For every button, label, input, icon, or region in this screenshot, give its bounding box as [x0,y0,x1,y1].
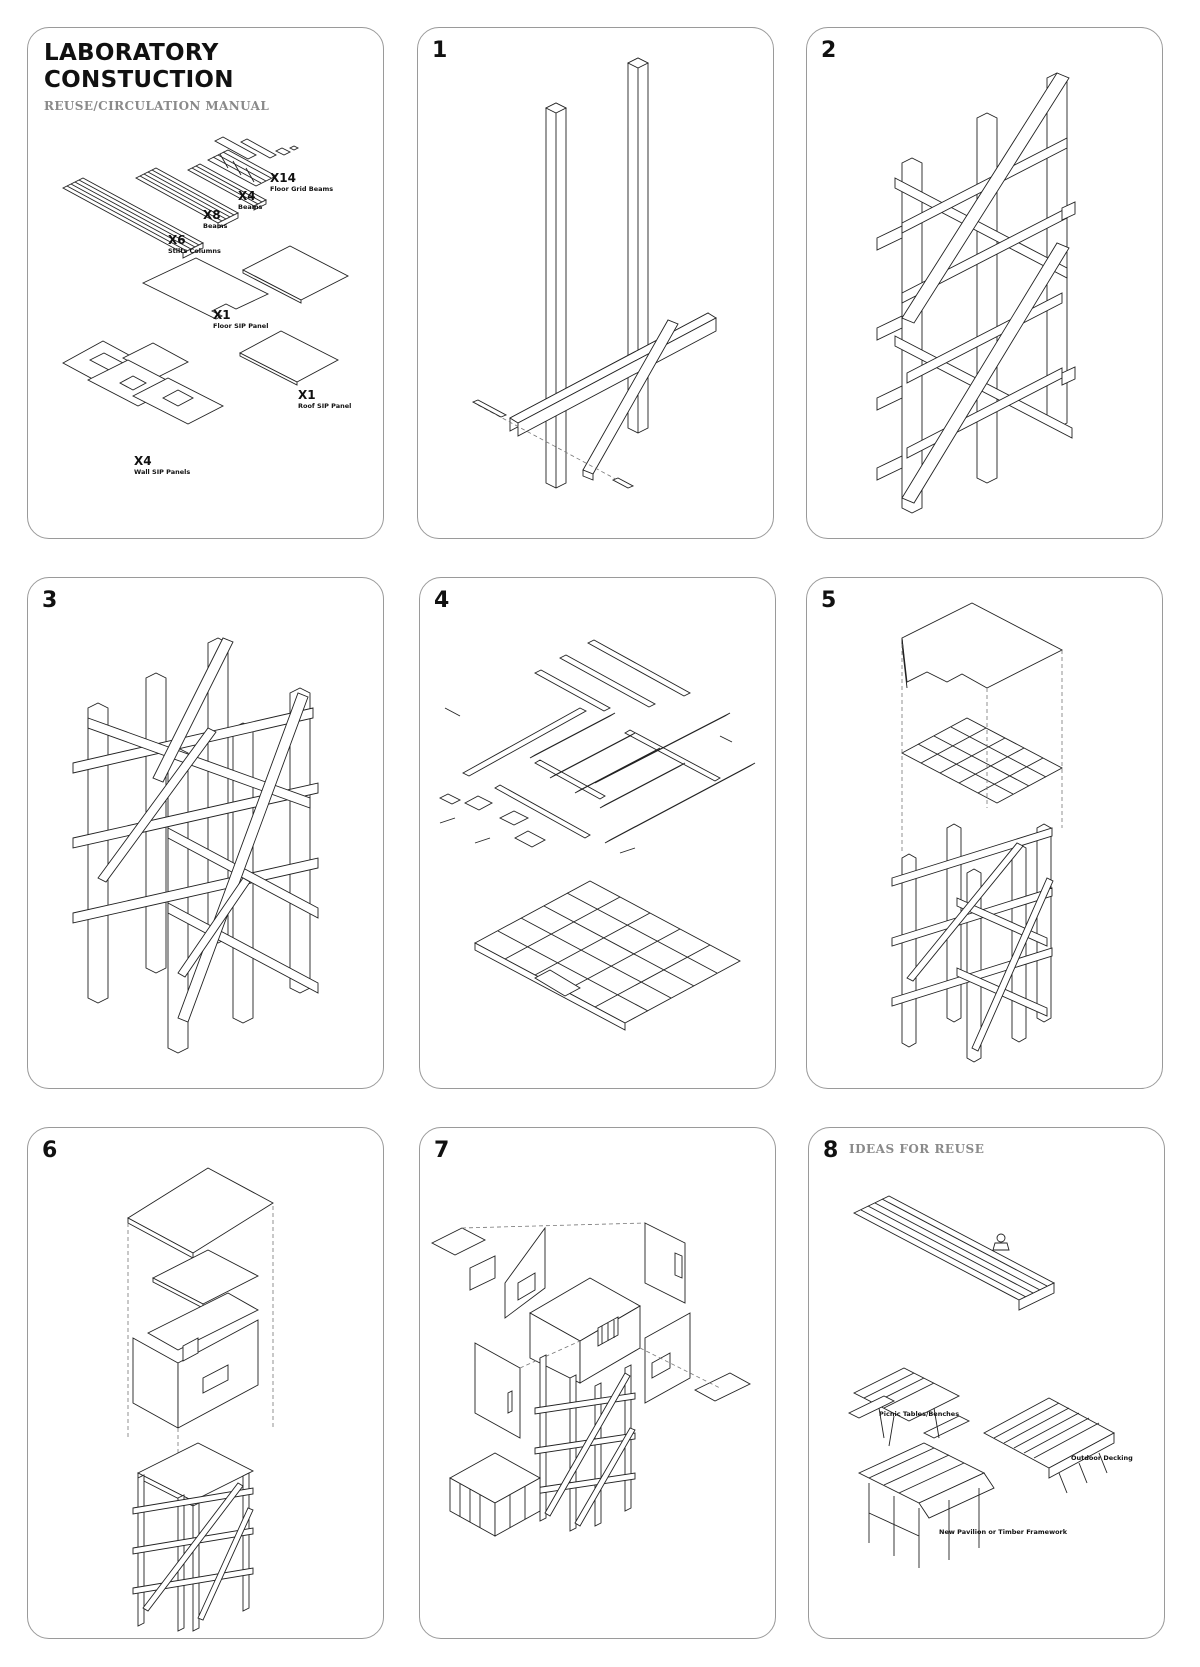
step-7-illustration [420,1128,775,1638]
step-number: 7 [434,1138,450,1163]
step-7-panel: 7 [419,1127,776,1639]
part-name: Roof SIP Panel [298,402,352,410]
step-7-railing [450,1453,540,1536]
title-line-1: LABORATORY [44,40,219,66]
step-number: 1 [432,38,448,63]
reuse-panel: 8 IDEAS FOR REUSE [808,1127,1165,1639]
reuse-title: IDEAS FOR REUSE [849,1142,985,1156]
step-6-tower [133,1443,253,1631]
step-number: 8 [823,1138,839,1163]
decking-drawing [984,1398,1114,1493]
part-name: Wall SIP Panels [134,468,191,476]
wall-sip-panels [63,341,223,424]
step-5-illustration [807,578,1162,1088]
step-3-panel: 3 [27,577,384,1089]
step-4-illustration [420,578,775,1088]
pavilion-drawing [859,1443,994,1568]
part-name: Beams [238,203,263,211]
floor-sip-panel [143,258,268,319]
step-6-illustration [28,1128,383,1638]
step-6-panel: 6 [27,1127,384,1639]
step-number: 2 [821,38,837,63]
part-label-roof-sip: X1 Roof SIP Panel [298,388,352,412]
step-3-illustration [28,578,383,1088]
part-qty: X1 [298,388,316,402]
part-name: Floor Grid Beams [270,185,334,193]
step-5-floor-grid [902,718,1062,803]
floor-grid-beams [208,137,298,186]
part-label-beams-4: X4 Beams [238,189,263,213]
step-5-tower [892,824,1053,1062]
step-2-illustration [807,28,1162,538]
step-6-walls [133,1293,258,1428]
tower-frame [73,638,318,1053]
reuse-illustration [809,1128,1164,1638]
step-4-panel: 4 [419,577,776,1089]
parts-illustration [28,28,383,538]
step-7-cabin [530,1278,640,1383]
part-qty: X14 [270,171,296,185]
part-name: Stilts Columns [168,247,221,255]
part-label-beams-8: X8 Beams [203,208,228,232]
manual-title: LABORATORY CONSTUCTION [44,40,234,94]
step-number: 3 [42,588,58,613]
idea-caption-picnic: Picnic Tables/Benches [879,1410,960,1418]
part-name: Floor SIP Panel [213,322,269,330]
beams-bundle-4 [188,164,266,210]
part-label-floor-grid-beams: X14 Floor Grid Beams [270,171,334,195]
part-qty: X6 [168,233,186,247]
step-5-panel: 5 [806,577,1163,1089]
step-number: 6 [42,1138,58,1163]
reused-beam-bundle [854,1196,1054,1310]
part-qty: X4 [134,454,152,468]
part-qty: X8 [203,208,221,222]
step-1-illustration [418,28,773,538]
part-label-stilt-columns: X6 Stilts Columns [168,233,221,257]
step-1-panel: 1 [417,27,774,539]
part-label-wall-sip: X4 Wall SIP Panels [134,454,191,478]
step-number: 4 [434,588,450,613]
part-qty: X1 [213,308,231,322]
cover-panel: LABORATORY CONSTUCTION REUSE/CIRCULATION… [27,27,384,539]
idea-caption-pavilion: New Pavilion or Timber Framework [939,1528,1068,1536]
manual-subtitle: REUSE/CIRCULATION MANUAL [44,99,270,113]
idea-caption-decking: Outdoor Decking [1071,1454,1133,1462]
part-label-floor-sip: X1 Floor SIP Panel [213,308,269,332]
part-qty: X4 [238,189,256,203]
step-number: 5 [821,588,837,613]
part-name: Beams [203,222,228,230]
step-2-panel: 2 [806,27,1163,539]
stilt-columns-bundle [63,178,203,258]
floor-grid-assembled [475,881,740,1030]
roof-sip-panel [240,331,338,382]
beams-bundle-8 [136,168,238,228]
step-7-tower [535,1355,635,1531]
title-line-2: CONSTUCTION [44,67,234,93]
picnic-table-drawing [849,1368,969,1446]
